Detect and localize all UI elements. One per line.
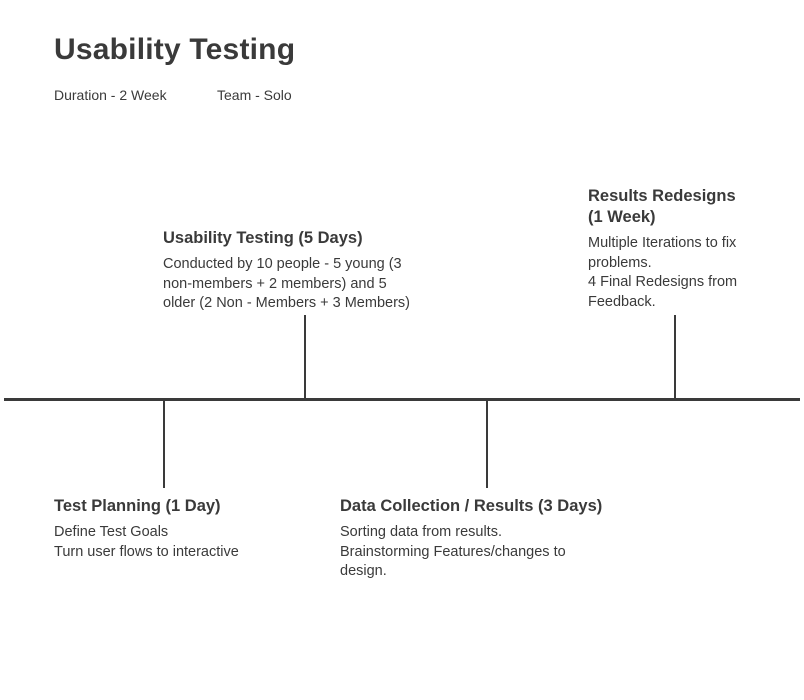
duration-label: Duration - 2 Week (54, 87, 167, 103)
phase-title: Usability Testing (5 Days) (163, 229, 363, 247)
phase-title: Test Planning (1 Day) (54, 497, 221, 515)
phase-data-collection: Data Collection / Results (3 Days) Sorti… (340, 496, 660, 582)
phase-description: Conducted by 10 people - 5 young (3 non-… (163, 256, 410, 311)
team-label: Team - Solo (217, 87, 292, 103)
phase-description: Multiple Iterations to fix problems. 4 F… (588, 235, 738, 310)
phase-title: Data Collection / Results (3 Days) (340, 497, 603, 515)
timeline-tick-results-redesigns (674, 315, 676, 398)
phase-description: Define Test Goals Turn user flows to int… (54, 524, 239, 560)
phase-usability-testing: Usability Testing (5 Days) Conducted by … (163, 228, 463, 314)
phase-description: Sorting data from results. Brainstorming… (340, 524, 566, 579)
phase-test-planning: Test Planning (1 Day) Define Test Goals … (54, 496, 334, 562)
timeline-tick-usability-testing (304, 315, 306, 398)
page-title: Usability Testing (54, 33, 296, 66)
phase-title: Results Redesigns (1 Week) (588, 187, 736, 226)
timeline-axis (4, 398, 800, 401)
timeline-tick-data-collection (486, 401, 488, 488)
phase-results-redesigns: Results Redesigns (1 Week) Multiple Iter… (588, 186, 788, 312)
timeline-tick-test-planning (163, 401, 165, 488)
